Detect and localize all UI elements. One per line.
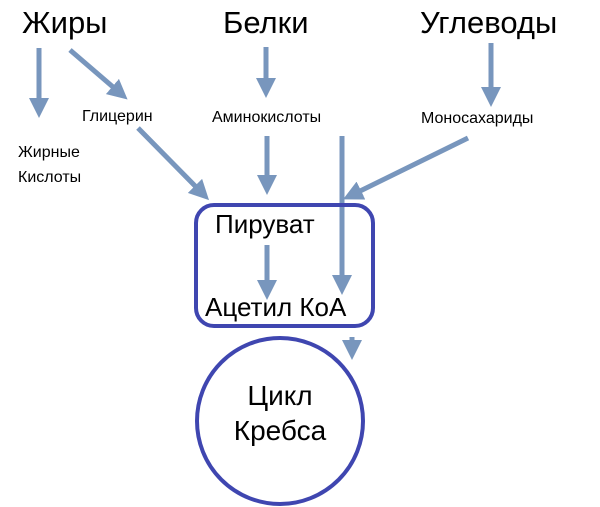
label-carbs: Углеводы — [420, 5, 557, 40]
label-fatty-acids-line1: Жирные — [18, 144, 80, 161]
label-cycle-line2: Кребса — [234, 415, 327, 446]
label-proteins: Белки — [223, 5, 309, 40]
label-acetyl-coa: Ацетил КоА — [205, 292, 347, 322]
label-cycle-line1: Цикл — [247, 380, 312, 411]
arrow-monosaccharides-to-pyruvate — [343, 135, 470, 200]
label-glycerol: Глицерин — [82, 108, 153, 125]
arrow-glycerol-to-pyruvate — [136, 126, 210, 201]
arrow-fats-to-glycerol — [68, 48, 128, 100]
label-fats: Жиры — [22, 5, 107, 40]
label-amino-acids: Аминокислоты — [212, 109, 321, 126]
arrows — [29, 43, 501, 360]
label-monosaccharides: Моносахариды — [421, 110, 533, 127]
pyruvate-acetylcoa-box — [194, 203, 375, 328]
label-pyruvate: Пируват — [215, 209, 315, 239]
label-fatty-acids-line2: Кислоты — [18, 169, 81, 186]
krebs-cycle-circle — [195, 336, 365, 506]
